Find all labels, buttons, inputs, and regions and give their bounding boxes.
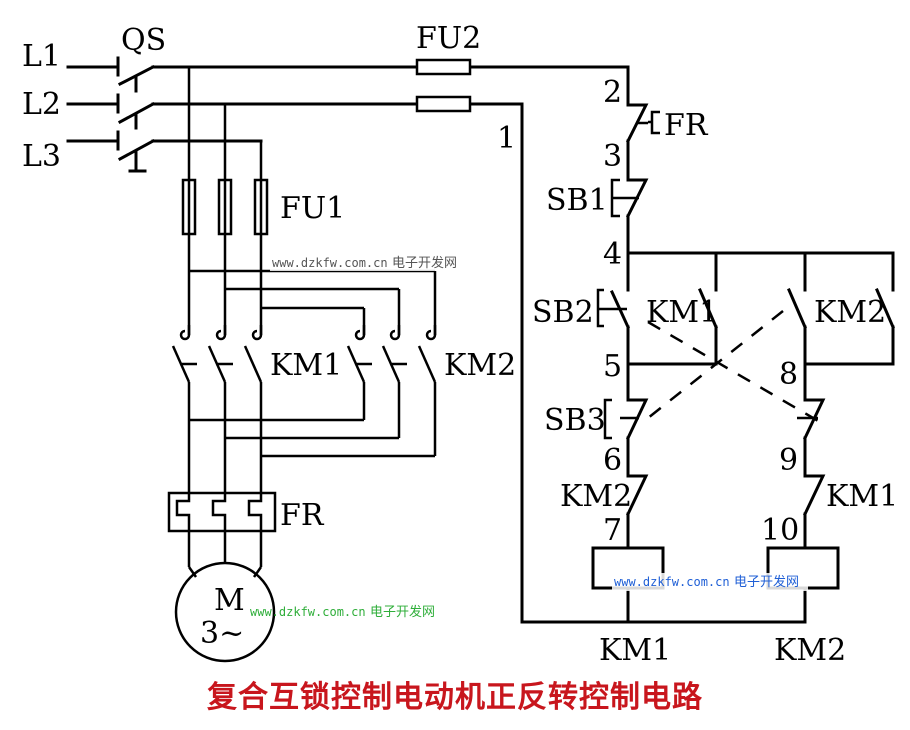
label-km2-main: KM2: [444, 348, 516, 383]
watermark-url: www.dzkfw.com.cn: [272, 256, 388, 270]
label-fu2: FU2: [416, 21, 481, 56]
control-wiring: [520, 65, 895, 624]
label-coil-km2: KM2: [774, 633, 846, 668]
fu1-main-fuses: [181, 178, 269, 236]
label-coil-km1: KM1: [599, 633, 671, 668]
watermark-3: www.dzkfw.com.cn 电子开发网: [250, 604, 435, 620]
label-sb2: SB2: [532, 295, 594, 330]
motor: [174, 531, 276, 663]
label-fu1: FU1: [280, 191, 345, 226]
label-fr-control: FR: [664, 108, 709, 143]
km2-main-contacts: [346, 325, 437, 456]
label-km2-hold: KM2: [814, 295, 886, 330]
node-4: 4: [603, 237, 622, 272]
node-5: 5: [603, 349, 622, 384]
label-fr-main: FR: [280, 498, 325, 533]
label-km2-interlock: KM2: [560, 479, 632, 514]
node-7: 7: [603, 513, 622, 548]
fr-thermal-relay: [167, 491, 277, 533]
node-1: 1: [497, 121, 516, 156]
label-l1: L1: [22, 39, 61, 74]
label-sb3: SB3: [544, 403, 606, 438]
watermark-2: www.dzkfw.com.cn 电子开发网: [612, 573, 808, 591]
fu2-control-fuses: [415, 58, 472, 113]
label-km1-hold: KM1: [646, 295, 718, 330]
label-km1-main: KM1: [270, 348, 342, 383]
qs-isolator-switch: [66, 56, 156, 173]
phase-verticals: [187, 234, 437, 335]
main-bus-lines: [151, 65, 627, 180]
watermark-url: www.dzkfw.com.cn: [250, 605, 366, 619]
label-l3: L3: [22, 139, 61, 174]
label-qs: QS: [121, 23, 166, 58]
node-6: 6: [603, 443, 622, 478]
motor-label: M: [214, 583, 245, 618]
watermark-site: 电子开发网: [392, 255, 457, 271]
watermark-site: 电子开发网: [370, 604, 435, 620]
label-l2: L2: [22, 87, 61, 122]
diagram-title: 复合互锁控制电动机正反转控制电路: [207, 680, 703, 715]
node-9: 9: [779, 443, 798, 478]
node-8: 8: [779, 357, 798, 392]
mechanical-interlock-dashes: [647, 310, 821, 424]
watermark-site: 电子开发网: [734, 574, 799, 590]
motor-phase-label: 3~: [200, 616, 244, 651]
label-sb1: SB1: [546, 183, 608, 218]
label-km1-interlock: KM1: [826, 479, 898, 514]
km1-main-contacts: [171, 325, 263, 420]
node-3: 3: [603, 139, 622, 174]
node-2: 2: [603, 75, 622, 110]
watermark-url: www.dzkfw.com.cn: [614, 575, 730, 589]
watermark-1: www.dzkfw.com.cn 电子开发网: [270, 253, 466, 271]
node-10: 10: [761, 513, 799, 548]
reversing-crossover: [187, 418, 435, 493]
